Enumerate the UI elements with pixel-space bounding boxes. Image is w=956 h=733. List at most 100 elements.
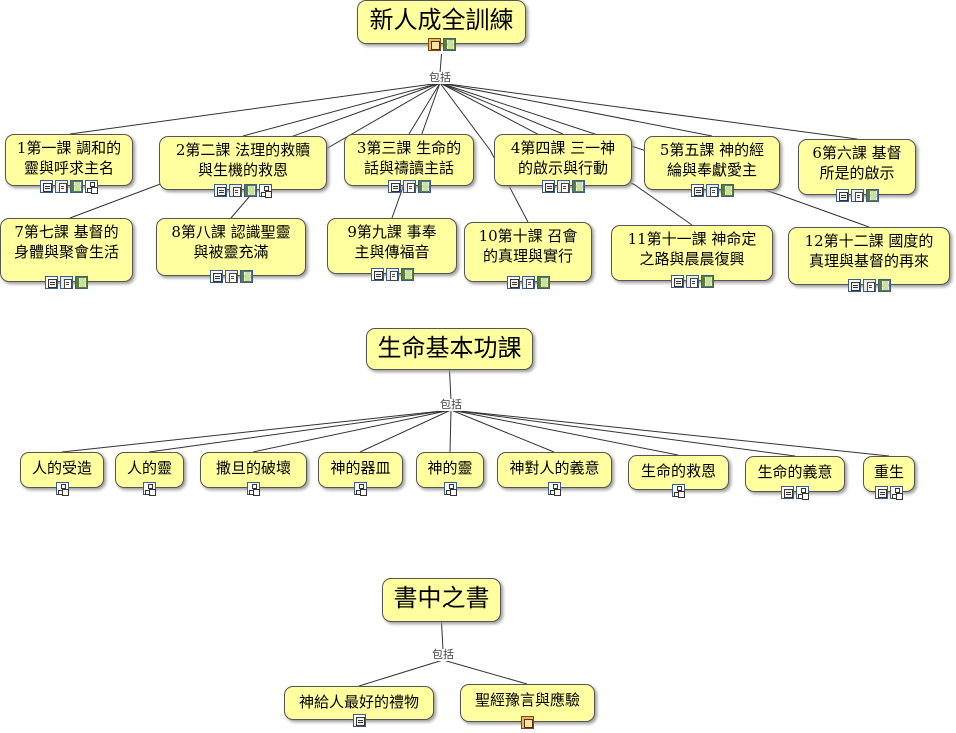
doc-icon[interactable] xyxy=(835,189,849,202)
doc-icon[interactable] xyxy=(506,276,520,289)
tree-icon[interactable] xyxy=(672,484,685,497)
subtopic-node[interactable]: 4第四課 三一神 的啟示與行動 xyxy=(494,134,632,193)
node-icons xyxy=(160,184,326,197)
doc-icon[interactable] xyxy=(875,486,888,499)
subtopic-node[interactable]: 生命的救恩 xyxy=(628,455,729,497)
subtopic-node[interactable]: 10第十課 召會 的真理與實行 xyxy=(464,222,592,289)
subtopic-node[interactable]: 12第十二課 國度的 真理與基督的再來 xyxy=(788,227,950,292)
subtopic-node[interactable]: 9第九課 事奉 主與傳福音 xyxy=(327,218,457,281)
note-icon[interactable] xyxy=(224,270,238,283)
doc-icon[interactable] xyxy=(670,275,684,288)
tree-icon[interactable] xyxy=(247,482,260,495)
tree-icon[interactable] xyxy=(796,486,809,499)
child-connector-line xyxy=(779,194,870,228)
doc-icon[interactable] xyxy=(781,486,794,499)
sheet-icon[interactable] xyxy=(427,38,441,51)
sheet-icon[interactable] xyxy=(521,716,534,729)
note-icon[interactable] xyxy=(705,184,719,197)
subtopic-node[interactable]: 8第八課 認識聖靈 與被靈充滿 xyxy=(156,218,306,283)
film-icon[interactable] xyxy=(70,180,83,193)
root-topic[interactable]: 新人成全訓練 xyxy=(357,0,526,51)
subtopic-node[interactable]: 11第十一課 神命定 之路與晨晨復興 xyxy=(611,225,773,288)
subtopic-node[interactable]: 2第二課 法理的救贖 與生機的救恩 xyxy=(159,136,327,197)
film-icon[interactable] xyxy=(239,270,253,283)
subtopic-node[interactable]: 神給人最好的禮物 xyxy=(284,686,434,727)
note-icon[interactable] xyxy=(402,180,416,193)
note-icon[interactable] xyxy=(862,279,876,292)
subtopic-node[interactable]: 1第一課 調和的 靈與呼求主名 xyxy=(5,134,133,193)
child-connector-line xyxy=(408,82,441,135)
doc-icon[interactable] xyxy=(352,714,366,727)
tree-icon[interactable] xyxy=(354,482,367,495)
film-icon[interactable] xyxy=(442,38,456,51)
film-icon[interactable] xyxy=(700,275,714,288)
note-icon[interactable] xyxy=(556,180,570,193)
subtopic-node[interactable]: 生命的義意 xyxy=(745,456,845,499)
node-label: 12第十二課 國度的 真理與基督的再來 xyxy=(804,232,934,270)
node-icons xyxy=(21,482,103,495)
film-icon[interactable] xyxy=(417,180,431,193)
doc-icon[interactable] xyxy=(45,276,58,289)
node-icons xyxy=(461,716,594,729)
root-connector-line xyxy=(439,53,442,74)
tree-icon[interactable] xyxy=(55,482,69,495)
subtopic-node[interactable]: 神的靈 xyxy=(416,452,484,495)
doc-icon[interactable] xyxy=(387,180,401,193)
subtopic-node[interactable]: 聖經豫言與應驗 xyxy=(460,684,595,729)
film-icon[interactable] xyxy=(536,276,550,289)
tree-icon[interactable] xyxy=(443,482,457,495)
film-icon[interactable] xyxy=(75,276,88,289)
note-icon[interactable] xyxy=(385,268,399,281)
subtopic-node[interactable]: 5第五課 神的經 綸與奉獻愛主 xyxy=(644,136,780,197)
node-label: 3第三課 生命的 話與禱讀主話 xyxy=(356,139,462,177)
tree-icon[interactable] xyxy=(85,180,98,193)
note-icon[interactable] xyxy=(55,180,68,193)
subtopic-node[interactable]: 6第六課 基督 所是的啟示 xyxy=(798,139,916,202)
doc-icon[interactable] xyxy=(847,279,861,292)
doc-icon[interactable] xyxy=(209,270,223,283)
node-label: 生命基本功課 xyxy=(377,334,522,362)
tree-icon[interactable] xyxy=(890,486,903,499)
film-icon[interactable] xyxy=(400,268,414,281)
film-icon[interactable] xyxy=(720,184,734,197)
node-label: 神的靈 xyxy=(427,459,473,477)
node-icons xyxy=(417,482,483,495)
note-icon[interactable] xyxy=(685,275,699,288)
node-label: 8第八課 認識聖靈 與被靈充滿 xyxy=(171,223,291,261)
tree-icon[interactable] xyxy=(548,482,561,495)
child-connector-line xyxy=(442,659,528,685)
node-icons xyxy=(1,276,132,289)
subtopic-node[interactable]: 3第三課 生命的 話與禱讀主話 xyxy=(344,134,474,193)
subtopic-node[interactable]: 人的受造 xyxy=(20,452,104,495)
doc-icon[interactable] xyxy=(541,180,555,193)
node-label: 9第九課 事奉 主與傳福音 xyxy=(347,223,437,261)
tree-icon[interactable] xyxy=(143,482,156,495)
note-icon[interactable] xyxy=(521,276,535,289)
doc-icon[interactable] xyxy=(40,180,53,193)
note-icon[interactable] xyxy=(229,184,242,197)
subtopic-node[interactable]: 神對人的義意 xyxy=(497,452,612,495)
film-icon[interactable] xyxy=(865,189,879,202)
doc-icon[interactable] xyxy=(690,184,704,197)
subtopic-node[interactable]: 撒旦的破壞 xyxy=(200,452,307,495)
note-icon[interactable] xyxy=(60,276,73,289)
doc-icon[interactable] xyxy=(370,268,384,281)
film-icon[interactable] xyxy=(244,184,257,197)
subtopic-node[interactable]: 人的靈 xyxy=(115,452,184,495)
film-icon[interactable] xyxy=(571,180,585,193)
tree-icon[interactable] xyxy=(259,184,272,197)
root-connector-line xyxy=(449,369,452,401)
root-topic[interactable]: 生命基本功課 xyxy=(366,328,533,370)
subtopic-node[interactable]: 7第七課 基督的 身體與聚會生活 xyxy=(0,218,133,289)
doc-icon[interactable] xyxy=(214,184,227,197)
node-label: 新人成全訓練 xyxy=(369,6,514,34)
node-label: 1第一課 調和的 靈與呼求主名 xyxy=(16,139,122,177)
connector-label: 包括 xyxy=(439,398,463,411)
node-icons xyxy=(116,482,183,495)
child-connector-line xyxy=(439,82,491,151)
root-topic[interactable]: 書中之書 xyxy=(382,578,501,622)
subtopic-node[interactable]: 神的器皿 xyxy=(318,452,403,495)
film-icon[interactable] xyxy=(877,279,891,292)
subtopic-node[interactable]: 重生 xyxy=(863,456,915,499)
note-icon[interactable] xyxy=(850,189,864,202)
